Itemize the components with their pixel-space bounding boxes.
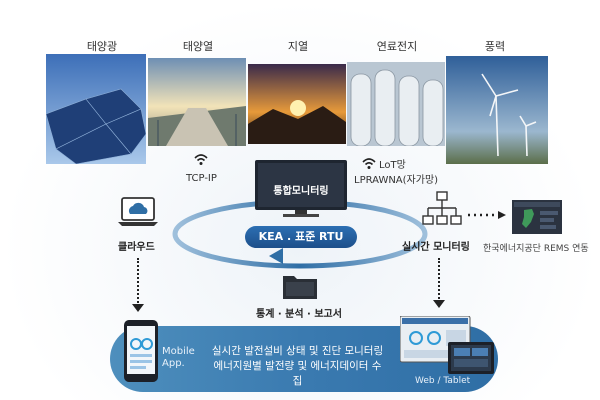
- mobile-phone-mockup: [124, 320, 158, 382]
- solar-thermal-photo: [148, 58, 246, 146]
- dotted-arrowhead-right: [433, 300, 445, 308]
- cloud-label: 클라우드: [118, 242, 155, 253]
- web-tablet-label: Web / Tablet: [415, 376, 471, 386]
- dotted-arrow-down-right: [438, 258, 440, 302]
- fuel-cell-photo: [347, 62, 445, 146]
- web-tablet-mockup: [400, 316, 494, 374]
- source-label-solar-pv: 태양광: [86, 40, 118, 53]
- kea-rtu-badge: KEA . 표준 RTU: [245, 226, 357, 248]
- source-label-wind: 풍력: [484, 40, 506, 53]
- summary-line2: 에너지원별 발전량 및 에너지데이터 수집: [213, 360, 382, 387]
- lprawna-label: LPRAWNA(자가망): [354, 175, 439, 186]
- source-label-geothermal: 지열: [287, 40, 309, 53]
- realtime-monitoring-label: 실시간 모니터링: [402, 242, 470, 253]
- rems-link-label: 한국에너지공단 REMS 연동: [483, 244, 589, 254]
- folder-icon: [283, 276, 317, 299]
- wind-photo: [446, 56, 548, 164]
- summary-line1: 실시간 발전설비 상태 및 진단 모니터링: [211, 345, 384, 357]
- mobile-label-line2: App.: [162, 358, 185, 369]
- stats-analysis-report-label: 통계 · 분석 · 보고서: [256, 309, 342, 320]
- dotted-arrow-down-left: [137, 258, 139, 306]
- rems-screen-thumbnail: [512, 200, 562, 234]
- wifi-icon: [194, 154, 208, 165]
- tcp-ip-label: TCP-IP: [186, 173, 217, 184]
- solar-pv-photo: [46, 54, 146, 164]
- mobile-app-label: Mobile App.: [162, 346, 195, 370]
- source-label-fuel-cell: 연료전지: [376, 40, 418, 53]
- wifi-icon: [362, 158, 376, 169]
- bottom-summary-text: 실시간 발전설비 상태 및 진단 모니터링 에너지원별 발전량 및 에너지데이터…: [210, 344, 385, 389]
- dotted-arrow-right: [468, 211, 506, 219]
- source-label-solar-thermal: 태양열: [182, 40, 214, 53]
- mobile-label-line1: Mobile: [162, 346, 195, 357]
- geothermal-photo: [248, 64, 346, 144]
- dotted-arrowhead-left: [132, 304, 144, 312]
- network-tree-icon: [422, 191, 462, 225]
- lot-network-label: LoT망: [379, 160, 406, 171]
- cloud-laptop-icon: [118, 197, 158, 226]
- integrated-monitor-label: 통합모니터링: [273, 186, 329, 197]
- integrated-monitor: 통합모니터링: [255, 160, 347, 218]
